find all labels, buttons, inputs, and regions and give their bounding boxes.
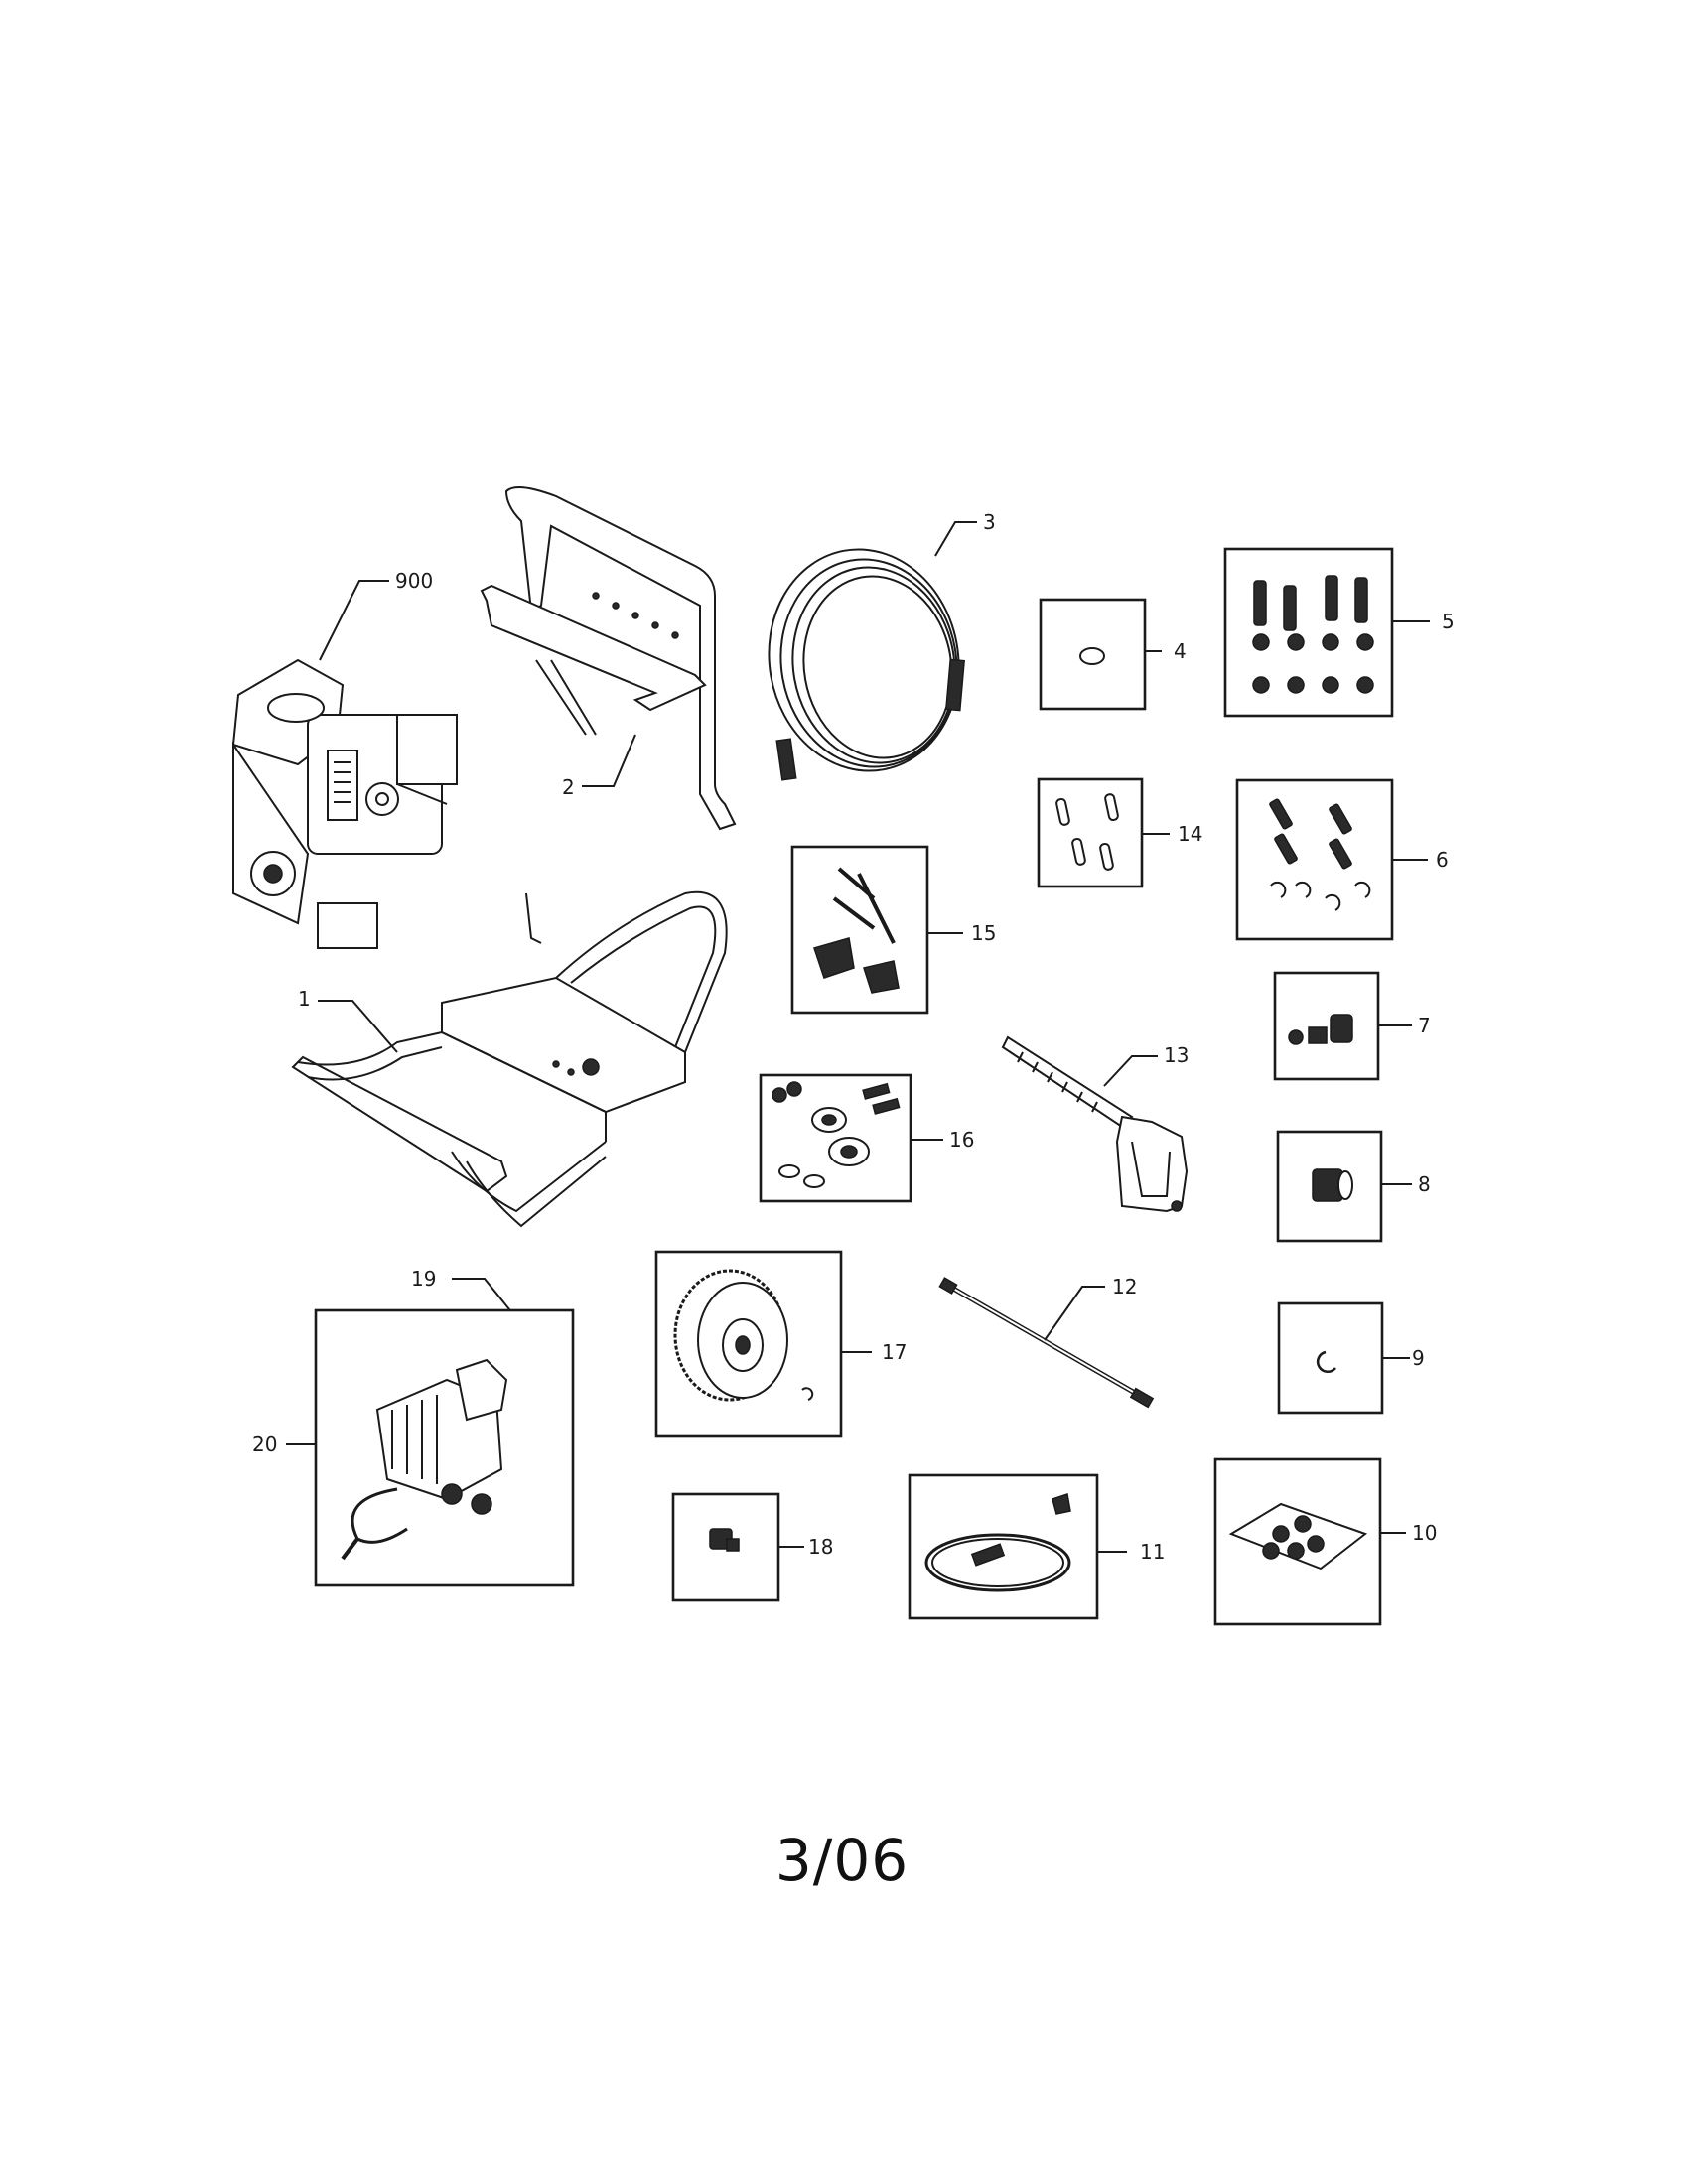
handle-part <box>480 486 737 831</box>
callout-11: 11 <box>1140 1540 1165 1564</box>
callout-900: 900 <box>395 569 433 593</box>
part-15-hardware <box>813 867 900 994</box>
part-10-nozzles <box>1228 1502 1368 1570</box>
spray-gun-part <box>1001 1035 1189 1213</box>
part-9-box <box>1277 1301 1384 1415</box>
footer-date-code: 3/06 <box>774 1827 910 1894</box>
callout-13: 13 <box>1164 1043 1189 1067</box>
part-11-kit <box>924 1493 1071 1592</box>
callout-7: 7 <box>1418 1014 1431 1037</box>
callout-19: 19 <box>411 1267 436 1291</box>
part-6-hardware <box>1269 798 1371 911</box>
lance-part <box>938 1277 1155 1409</box>
part-17-wheel <box>673 1269 814 1402</box>
engine-part <box>231 658 458 949</box>
part-7-fitting <box>1288 1014 1353 1045</box>
callout-17: 17 <box>882 1340 907 1364</box>
callout-1: 1 <box>298 987 311 1011</box>
callout-2: 2 <box>562 775 575 799</box>
callout-14: 14 <box>1178 822 1202 846</box>
part-9-clip <box>1316 1350 1337 1373</box>
frame-part <box>291 890 728 1228</box>
callout-12: 12 <box>1112 1275 1137 1298</box>
part-20-pump <box>341 1358 508 1561</box>
callout-10: 10 <box>1412 1521 1437 1545</box>
callout-8: 8 <box>1418 1172 1431 1196</box>
part-5-hardware <box>1252 575 1374 694</box>
callout-18: 18 <box>808 1535 833 1559</box>
callout-4: 4 <box>1174 639 1187 663</box>
part-8-coupler <box>1312 1168 1353 1202</box>
callout-5: 5 <box>1442 610 1455 633</box>
part-4-plug <box>1079 647 1105 665</box>
callout-3: 3 <box>983 510 996 534</box>
hose-part <box>768 548 965 781</box>
part-6-box <box>1235 778 1394 941</box>
part-16-hardware <box>772 1081 901 1188</box>
part-15-box <box>790 845 929 1015</box>
part-14-pins <box>1055 793 1119 871</box>
callout-9: 9 <box>1412 1346 1425 1370</box>
callout-20: 20 <box>252 1433 277 1456</box>
callout-16: 16 <box>949 1128 974 1152</box>
part-14-box <box>1037 777 1144 888</box>
part-18-fitting <box>709 1528 740 1552</box>
callout-15: 15 <box>971 921 996 945</box>
part-7-box <box>1273 971 1380 1081</box>
callout-6: 6 <box>1436 848 1449 872</box>
